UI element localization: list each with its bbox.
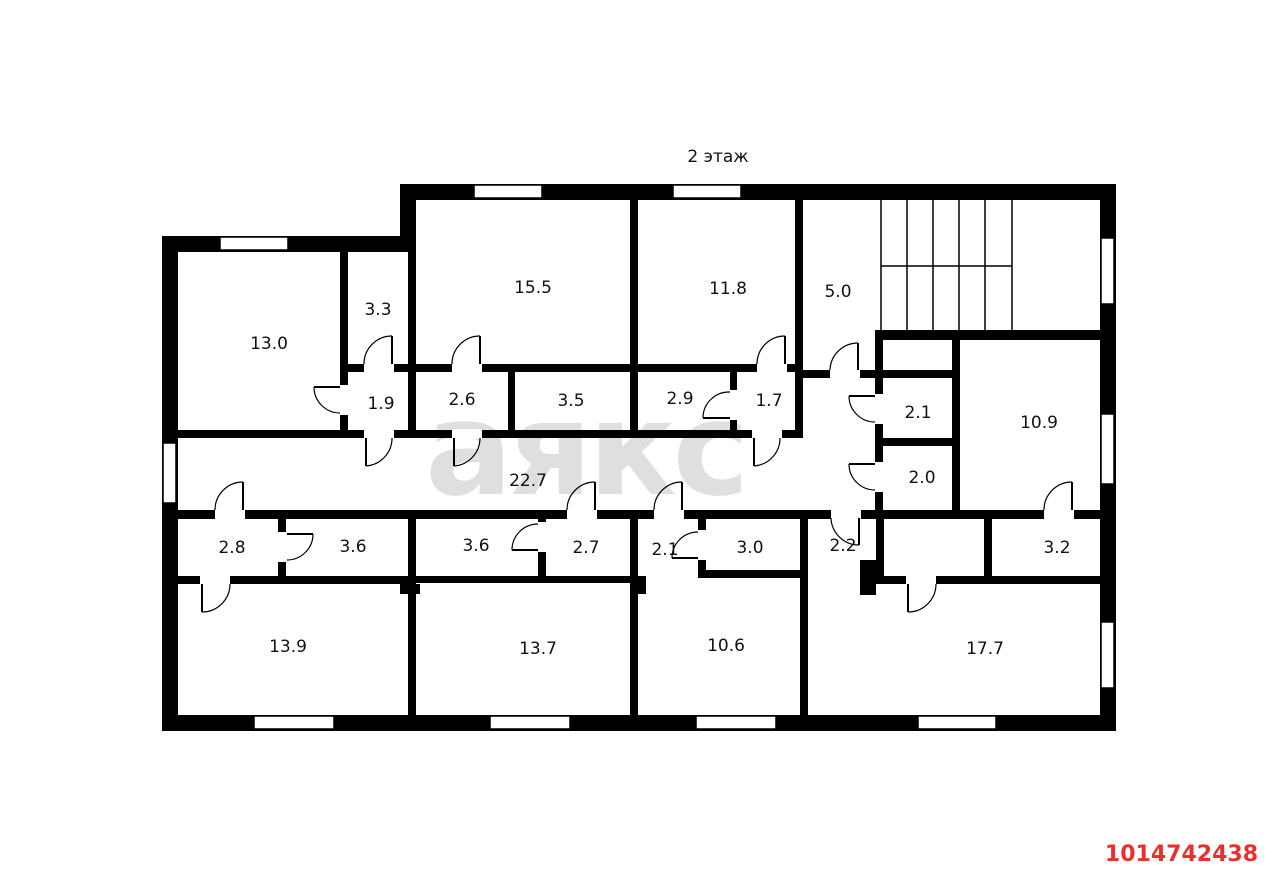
room-area-label: 3.5 [557,391,584,411]
room-area-label: 3.3 [364,300,391,320]
room-area-label: 13.0 [250,334,288,354]
room-area-label: 13.7 [519,639,557,659]
room-area-label: 10.6 [707,636,745,656]
room-area-label: 1.7 [755,391,782,411]
room-area-label: 2.8 [218,538,245,558]
room-area-label: 5.0 [824,282,851,302]
staircase [880,200,1013,330]
floor-title: 2 этаж [687,147,748,167]
room-area-label: 10.9 [1020,413,1058,433]
room-area-label: 2.7 [572,538,599,558]
room-area-label: 2.0 [908,468,935,488]
room-area-label: 2.9 [666,389,693,409]
watermark-logo: аякс [425,373,746,525]
room-area-label: 3.6 [339,537,366,557]
room-area-label: 17.7 [966,639,1004,659]
room-area-label: 3.0 [736,538,763,558]
listing-id: 1014742438 [1104,842,1258,867]
windows [162,184,1115,730]
room-area-label: 11.8 [709,279,747,299]
room-area-label: 3.2 [1043,538,1070,558]
room-area-label: 3.6 [462,536,489,556]
room-area-label: 22.7 [509,471,547,491]
doors [200,335,1074,613]
room-area-label: 13.9 [269,637,307,657]
room-area-label: 1.9 [367,394,394,414]
room-labels: 13.0 3.3 15.5 11.8 5.0 1.9 2.6 3.5 2.9 1… [218,278,1070,659]
room-area-label: 2.6 [448,390,475,410]
room-area-label: 2.1 [651,540,678,560]
room-area-label: 15.5 [514,278,552,298]
room-area-label: 2.2 [829,536,856,556]
room-area-label: 2.1 [904,403,931,423]
